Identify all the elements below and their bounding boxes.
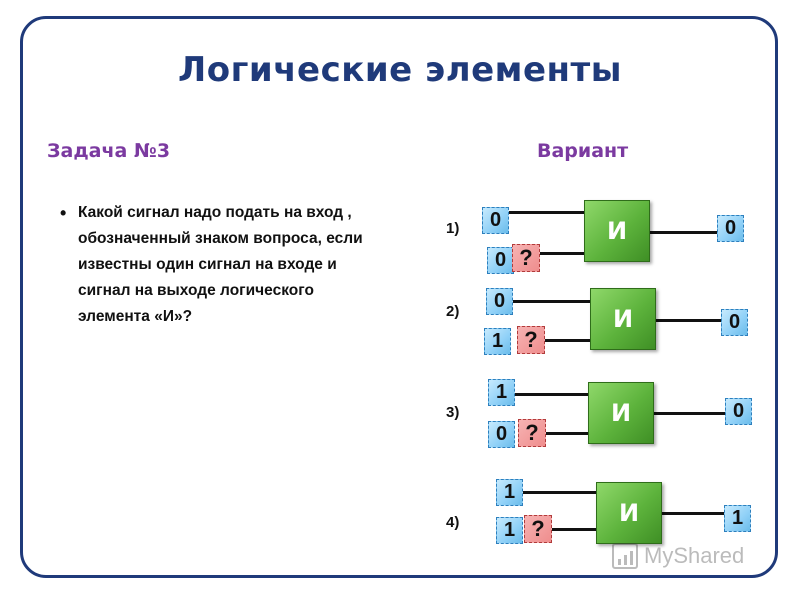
input-bit-top: 0 bbox=[486, 288, 513, 315]
variant-number: 3) bbox=[446, 404, 460, 421]
and-gate: И bbox=[584, 200, 650, 262]
unknown-mark: ? bbox=[524, 515, 552, 543]
chart-icon bbox=[612, 543, 638, 569]
watermark: MyShared bbox=[612, 538, 762, 574]
unknown-mark: ? bbox=[517, 326, 545, 354]
and-gate: И bbox=[596, 482, 662, 544]
output-bit: 0 bbox=[717, 215, 744, 242]
unknown-mark: ? bbox=[512, 244, 540, 272]
wire bbox=[545, 432, 588, 435]
input-bit-top: 1 bbox=[496, 479, 523, 506]
wire bbox=[512, 393, 588, 396]
wire bbox=[650, 231, 722, 234]
wire bbox=[540, 252, 584, 255]
wire bbox=[520, 491, 596, 494]
question-list: Какой сигнал надо подать на вход , обозн… bbox=[60, 200, 380, 330]
watermark-text: MyShared bbox=[644, 543, 745, 568]
input-bit-bottom: 0 bbox=[488, 421, 515, 448]
gate-label: И bbox=[618, 499, 640, 527]
wire bbox=[545, 339, 590, 342]
page-title: Логические элементы bbox=[178, 50, 622, 90]
question-text: Какой сигнал надо подать на вход , обозн… bbox=[60, 200, 380, 330]
output-bit: 0 bbox=[721, 309, 748, 336]
task-label: Задача №3 bbox=[47, 140, 171, 162]
input-bit-bottom: 1 bbox=[496, 517, 523, 544]
unknown-mark: ? bbox=[518, 419, 546, 447]
input-bit-bottom: 1 bbox=[484, 328, 511, 355]
variant-number: 1) bbox=[446, 220, 460, 237]
wire bbox=[662, 512, 728, 515]
output-bit: 0 bbox=[725, 398, 752, 425]
input-bit-top: 0 bbox=[482, 207, 509, 234]
and-gate: И bbox=[588, 382, 654, 444]
gate-label: И bbox=[606, 217, 628, 245]
wire bbox=[512, 300, 590, 303]
gate-label: И bbox=[612, 305, 634, 333]
and-gate: И bbox=[590, 288, 656, 350]
wire bbox=[552, 528, 596, 531]
input-bit-bottom: 0 bbox=[487, 247, 514, 274]
variant-number: 4) bbox=[446, 514, 460, 531]
output-bit: 1 bbox=[724, 505, 751, 532]
wire bbox=[508, 211, 584, 214]
input-bit-top: 1 bbox=[488, 379, 515, 406]
variant-number: 2) bbox=[446, 303, 460, 320]
variant-label: Вариант bbox=[537, 140, 629, 162]
wire bbox=[656, 319, 728, 322]
gate-label: И bbox=[610, 399, 632, 427]
wire bbox=[654, 412, 726, 415]
